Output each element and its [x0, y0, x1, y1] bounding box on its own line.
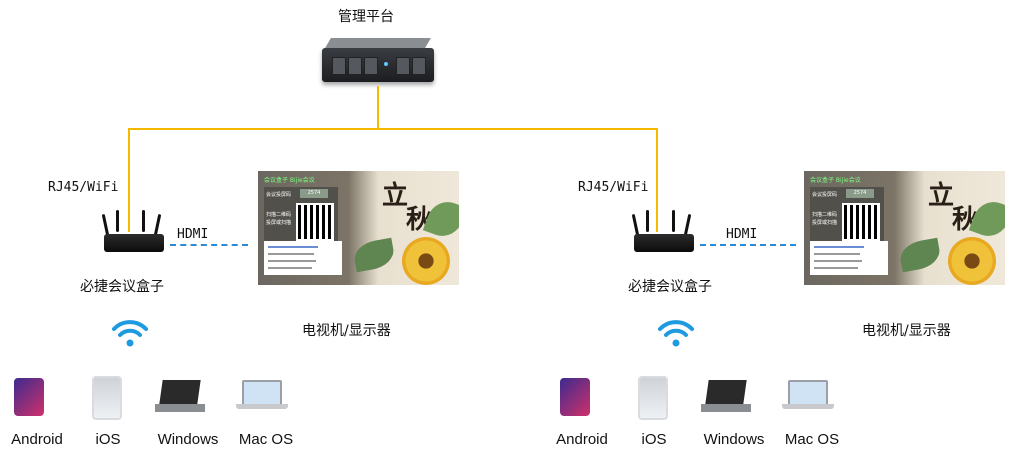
wifi-icon	[656, 318, 696, 348]
android-phone-icon	[560, 378, 590, 416]
device-label-macos: Mac OS	[238, 431, 294, 448]
device-label-windows: Windows	[703, 431, 765, 448]
wifi-icon	[110, 318, 150, 348]
iphone-icon	[638, 376, 668, 420]
tv-display: 会议盒子 Bijie会议 会议投屏码 2574 扫描二维码 投屏或扫描 立 秋	[258, 171, 459, 285]
schedule-list	[264, 241, 342, 275]
room-code: 2574	[300, 189, 328, 198]
device-label-windows: Windows	[157, 431, 219, 448]
windows-tablet-icon	[155, 380, 205, 414]
qr-sub: 投屏或扫描	[266, 220, 292, 226]
sunflower-decoration	[402, 237, 450, 285]
device-label-macos: Mac OS	[784, 431, 840, 448]
art-char-1: 立	[382, 181, 409, 211]
display-label: 电视机/显示器	[862, 323, 951, 339]
sunflower-decoration	[948, 237, 996, 285]
android-phone-icon	[14, 378, 44, 416]
screen-header: 会议盒子 Bijie会议	[264, 177, 315, 184]
hdmi-line	[700, 244, 796, 246]
device-label-ios: iOS	[641, 431, 667, 448]
server-label: 管理平台	[338, 9, 394, 25]
device-label-android: Android	[11, 431, 63, 448]
macbook-icon	[782, 380, 834, 414]
room-label: 会议投屏码	[812, 192, 838, 198]
meeting-box-icon	[628, 210, 700, 258]
leaf-decoration	[897, 237, 943, 273]
room-label: 会议投屏码	[266, 192, 292, 198]
tv-display: 会议盒子 Bijie会议 会议投屏码 2574 扫描二维码 投屏或扫描 立 秋	[804, 171, 1005, 285]
device-label-ios: iOS	[95, 431, 121, 448]
hdmi-label: HDMI	[726, 227, 758, 242]
box-label: 必捷会议盒子	[628, 279, 712, 295]
qr-sub: 投屏或扫描	[812, 220, 838, 226]
qr-code-icon	[296, 203, 334, 241]
iphone-icon	[92, 376, 122, 420]
server-uplink-line	[377, 86, 379, 129]
connection-label: RJ45/WiFi	[578, 180, 649, 195]
qr-label: 扫描二维码	[812, 212, 838, 218]
screen-header: 会议盒子 Bijie会议	[810, 177, 861, 184]
windows-tablet-icon	[701, 380, 751, 414]
device-label-android: Android	[556, 431, 608, 448]
hdmi-label: HDMI	[177, 227, 209, 242]
display-label: 电视机/显示器	[302, 323, 391, 339]
network-trunk-line	[128, 128, 658, 130]
rack-server-icon	[322, 38, 434, 82]
art-char-1: 立	[928, 181, 955, 211]
right-drop-line	[656, 128, 658, 232]
room-code: 2574	[846, 189, 874, 198]
hdmi-line	[170, 244, 248, 246]
connection-label: RJ45/WiFi	[48, 180, 119, 195]
box-label: 必捷会议盒子	[80, 279, 164, 295]
schedule-list	[810, 241, 888, 275]
macbook-icon	[236, 380, 288, 414]
left-drop-line	[128, 128, 130, 232]
qr-code-icon	[842, 203, 880, 241]
leaf-decoration	[351, 237, 397, 273]
meeting-box-icon	[98, 210, 170, 258]
qr-label: 扫描二维码	[266, 212, 292, 218]
